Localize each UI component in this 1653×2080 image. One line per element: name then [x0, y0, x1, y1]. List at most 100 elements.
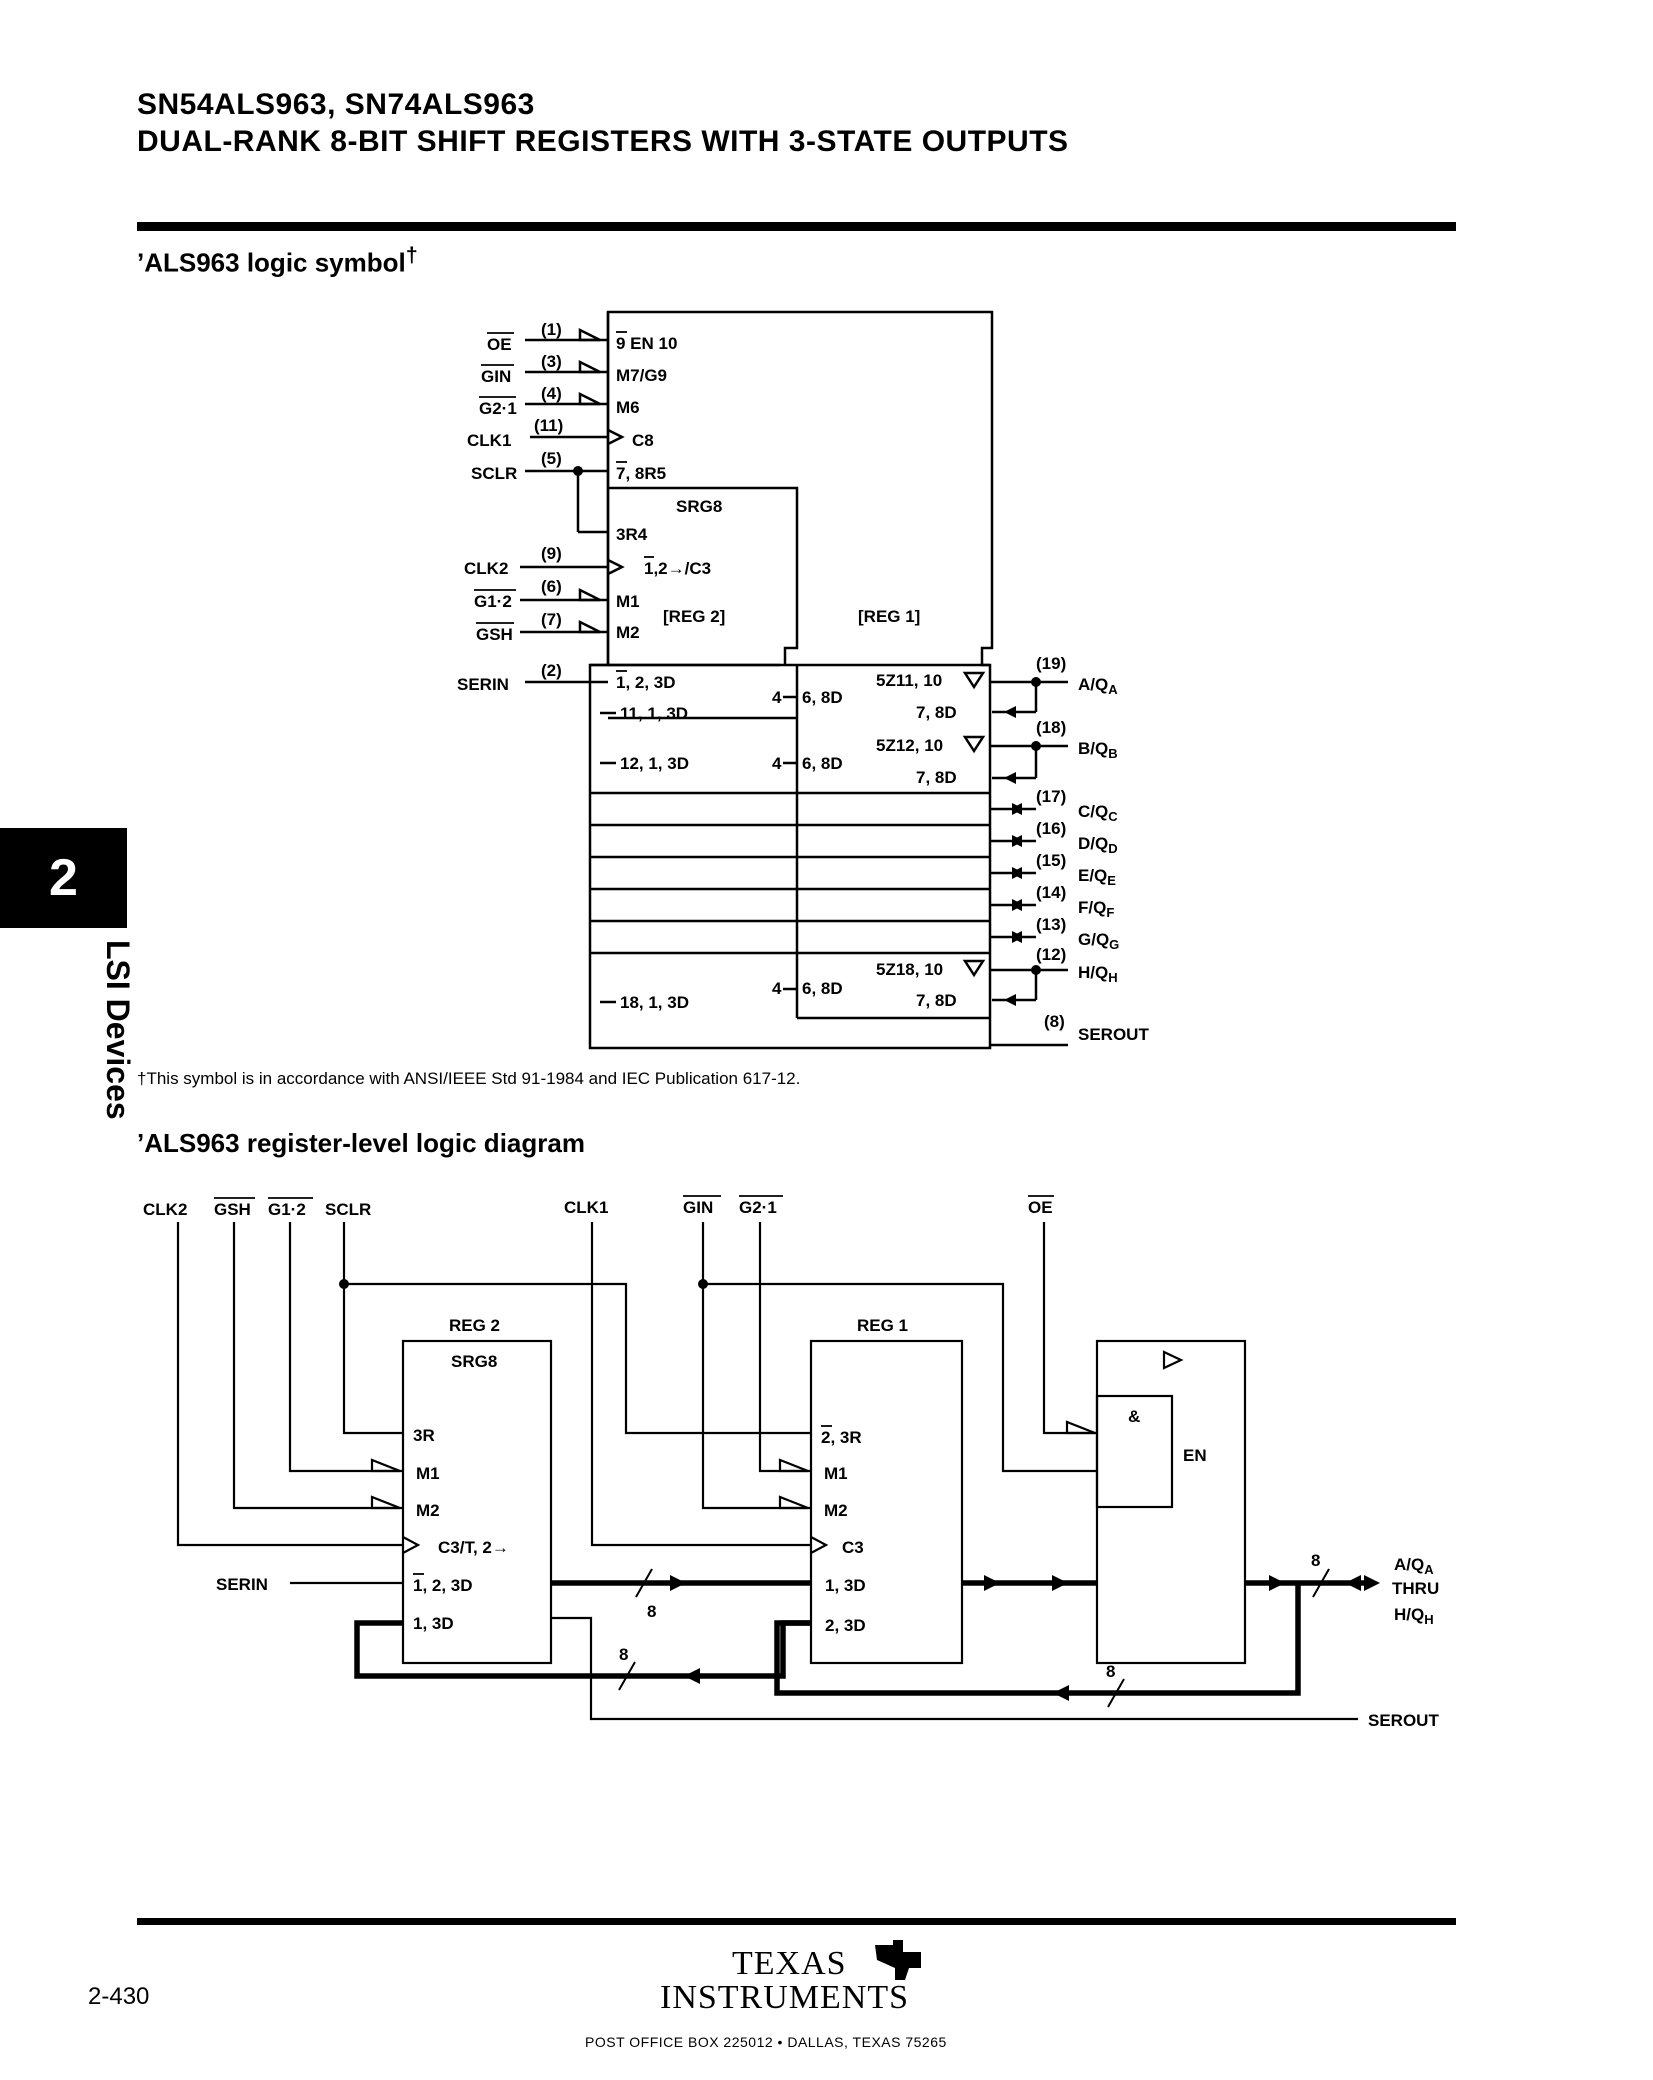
sym-z11: 5Z11, 10 — [876, 671, 942, 690]
sym-cell-11: 11, 1, 3D — [620, 704, 688, 723]
sym-reg1-in-h: 6, 8D — [802, 979, 843, 998]
sym-out-b: B/QB — [1078, 739, 1118, 761]
footnote: †This symbol is in accordance with ANSI/… — [137, 1069, 801, 1088]
diag-reg2-13d: 1, 3D — [413, 1614, 454, 1633]
sym-pin-15: (15) — [1036, 851, 1066, 870]
register-diagram-title: ’ALS963 register-level logic diagram — [137, 1128, 585, 1158]
sym-pin-17: (17) — [1036, 787, 1066, 806]
sym-pin-8: (8) — [1044, 1012, 1065, 1031]
page-number: 2-430 — [88, 1983, 150, 2010]
part-numbers: SN54ALS963, SN74ALS963 — [137, 88, 535, 121]
sym-lbl-m1: M1 — [616, 592, 640, 611]
sym-out-g: G/QG — [1078, 930, 1119, 952]
sym-pin-9: (9) — [541, 544, 562, 563]
sym-out-f: F/QF — [1078, 898, 1114, 920]
ti-logo-icon — [875, 1940, 921, 1980]
brand-line-1: TEXAS — [732, 1945, 847, 1982]
sym-pin-11: (11) — [534, 416, 563, 435]
sym-z12: 5Z12, 10 — [876, 736, 943, 755]
sym-in-clk2: CLK2 — [464, 559, 508, 578]
sym-3r4: 3R4 — [616, 525, 648, 544]
sym-lbl-c8: C8 — [632, 431, 654, 450]
sym-lbl-m6: M6 — [616, 398, 640, 417]
sym-out-a: A/QA — [1078, 675, 1118, 697]
sym-d-h: 7, 8D — [916, 991, 957, 1010]
diag-bus-8-c: 8 — [619, 1645, 628, 1664]
diag-reg2-c3: C3/T, 2→ — [438, 1538, 509, 1557]
sym-pin-7: (7) — [541, 610, 562, 629]
diag-and-symbol: & — [1128, 1407, 1140, 1426]
diag-serin: SERIN — [216, 1575, 268, 1594]
sym-z18: 5Z18, 10 — [876, 960, 943, 979]
sym-lbl-m2: M2 — [616, 623, 640, 642]
diag-reg2-m1: M1 — [416, 1464, 440, 1483]
diag-in-sclr: SCLR — [325, 1200, 371, 1219]
diag-reg2-title: REG 2 — [449, 1316, 500, 1335]
diag-in-clk1: CLK1 — [564, 1198, 608, 1217]
diag-reg1-title: REG 1 — [857, 1316, 908, 1335]
diag-reg1-m2: M2 — [824, 1501, 848, 1520]
sym-in-clk1: CLK1 — [467, 431, 511, 450]
sym-in-gin: GIN — [481, 367, 511, 386]
diag-in-clk2: CLK2 — [143, 1200, 187, 1219]
sym-cell-18: 18, 1, 3D — [620, 993, 689, 1012]
diag-in-g12: G1·2 — [268, 1200, 306, 1219]
diag-in-gsh: GSH — [214, 1200, 251, 1219]
sym-in-sclr: SCLR — [471, 464, 517, 483]
diag-en-label: EN — [1183, 1446, 1207, 1465]
diag-serout: SEROUT — [1368, 1711, 1439, 1730]
sym-out-c: C/QC — [1078, 802, 1118, 824]
sym-out-e: E/QE — [1078, 866, 1116, 888]
sym-in-oe: OE — [487, 335, 512, 354]
sym-pin-19: (19) — [1036, 654, 1066, 673]
sym-reg1-num-h: 4 — [772, 979, 782, 998]
logic-symbol-title: ’ALS963 logic symbol† — [137, 242, 418, 278]
diag-out-a: A/QA — [1394, 1555, 1434, 1577]
sym-reg1-in-a: 6, 8D — [802, 688, 843, 707]
sym-out-h: H/QH — [1078, 963, 1118, 985]
diag-bus-8-b: 8 — [1311, 1551, 1320, 1570]
sym-serout: SEROUT — [1078, 1025, 1149, 1044]
diag-out-thru: THRU — [1392, 1579, 1439, 1598]
sym-in-serin: SERIN — [457, 675, 509, 694]
sym-in-gsh: GSH — [476, 625, 513, 644]
sym-pin-13: (13) — [1036, 915, 1066, 934]
sym-reg1-num-b: 4 — [772, 754, 782, 773]
top-rule — [137, 222, 1456, 231]
bottom-rule — [137, 1918, 1456, 1925]
sym-d-a: 7, 8D — [916, 703, 957, 722]
sym-srg8: SRG8 — [676, 497, 722, 516]
diag-in-g21: G2·1 — [739, 1198, 777, 1217]
diag-reg2-m2: M2 — [416, 1501, 440, 1520]
sym-pin-4: (4) — [541, 384, 562, 403]
sym-out-d: D/QD — [1078, 834, 1118, 856]
diag-reg2-sub: SRG8 — [451, 1352, 497, 1371]
diag-reg1-13d: 1, 3D — [825, 1576, 866, 1595]
sym-in-g12: G1·2 — [474, 592, 512, 611]
sym-pin-2: (2) — [541, 661, 562, 680]
sym-lbl-en: 9 EN 10 — [616, 334, 677, 353]
sym-reg2: [REG 2] — [663, 607, 725, 626]
diag-reg1-23r: 2, 3R — [821, 1428, 862, 1447]
sym-lbl-c3: 1,2→/C3 — [644, 559, 711, 578]
section-tab-number: 2 — [0, 828, 127, 928]
diag-reg2-123d: 1, 2, 3D — [413, 1576, 473, 1595]
sym-cell-12: 12, 1, 3D — [620, 754, 689, 773]
sym-reg1-in-b: 6, 8D — [802, 754, 843, 773]
sym-lbl-8r5: 7, 8R5 — [616, 464, 666, 483]
sym-pin-6: (6) — [541, 577, 562, 596]
diag-out-h: H/QH — [1394, 1605, 1434, 1627]
brand-line-2: INSTRUMENTS — [660, 1979, 910, 2016]
diag-bus-8-a: 8 — [647, 1602, 656, 1621]
sym-pin-1: (1) — [541, 320, 562, 339]
sym-reg1: [REG 1] — [858, 607, 920, 626]
ti-logo: TEXAS INSTRUMENTS — [660, 1935, 940, 2025]
footer-address: POST OFFICE BOX 225012 • DALLAS, TEXAS 7… — [585, 2034, 947, 2050]
diag-in-oe: OE — [1028, 1198, 1053, 1217]
sym-lbl-123d: 1, 2, 3D — [616, 673, 676, 692]
sym-d-b: 7, 8D — [916, 768, 957, 787]
sym-pin-12: (12) — [1036, 945, 1066, 964]
sym-pin-14: (14) — [1036, 883, 1066, 902]
sym-in-g21: G2·1 — [479, 399, 517, 418]
